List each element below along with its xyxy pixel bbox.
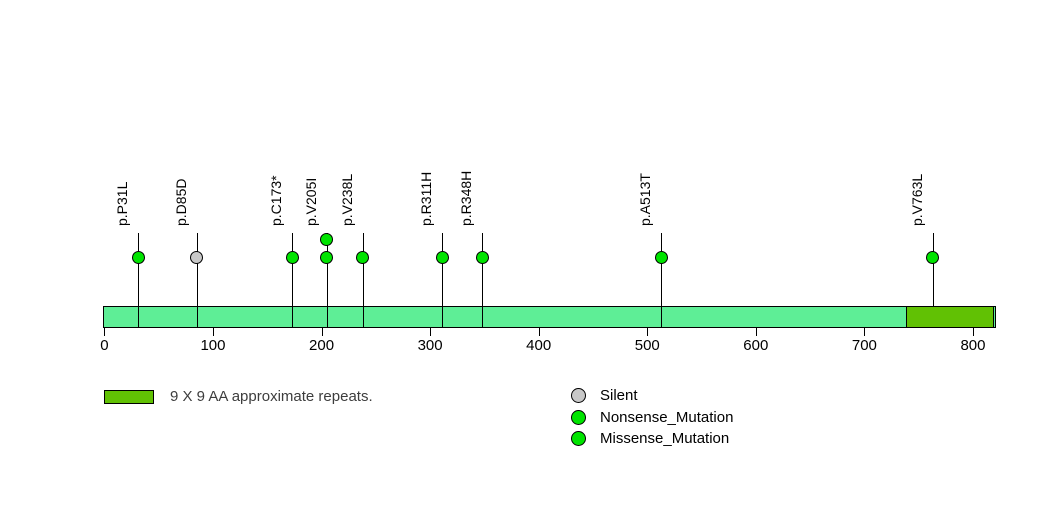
axis-tick-label: 800 — [960, 337, 986, 354]
axis-tick-label: 100 — [200, 337, 226, 354]
mutation-label: p.P31L — [114, 181, 131, 226]
mutation-stem — [196, 233, 198, 328]
mutation-circle — [320, 250, 334, 264]
axis-tick-label: 600 — [743, 337, 769, 354]
mutation-circle — [320, 232, 334, 246]
axis-tick — [755, 328, 757, 336]
axis-tick — [104, 328, 106, 336]
axis-tick-label: 300 — [417, 337, 443, 354]
mutation-label: p.R348H — [458, 170, 475, 226]
mutation-label: p.A513T — [637, 173, 654, 226]
mutation-circle — [654, 250, 668, 264]
legend-item-nonsense_mutation: Nonsense_Mutation — [571, 407, 733, 429]
axis-tick — [212, 328, 214, 336]
mutation-circle — [131, 250, 145, 264]
domain-legend-swatch — [104, 389, 154, 404]
legend-circle-icon — [571, 431, 586, 447]
axis-tick — [321, 328, 323, 336]
domain-9x9-repeats — [905, 306, 994, 328]
mutation-label: p.V238L — [338, 173, 355, 226]
axis-tick — [538, 328, 540, 336]
axis-tick-label: 200 — [309, 337, 335, 354]
axis-tick — [864, 328, 866, 336]
mutation-stem — [138, 233, 140, 328]
axis-tick — [647, 328, 649, 336]
legend-item-label: Silent — [600, 387, 638, 405]
legend-item-silent: Silent — [571, 385, 733, 407]
protein-backbone — [103, 306, 996, 328]
mutation-label: p.V763L — [908, 173, 925, 226]
mutation-label: p.R311H — [418, 171, 435, 226]
mutation-stem — [326, 233, 328, 328]
mutation-circle — [190, 250, 204, 264]
axis-tick-label: 500 — [634, 337, 660, 354]
mutation-circle — [475, 250, 489, 264]
domain-legend-label: 9 X 9 AA approximate repeats. — [170, 388, 373, 405]
legend-item-missense_mutation: Missense_Mutation — [571, 428, 733, 450]
mutation-stem — [482, 233, 484, 328]
mutation-stem — [932, 233, 934, 328]
mutation-circle — [356, 250, 370, 264]
domain-legend: 9 X 9 AA approximate repeats. — [104, 388, 373, 405]
axis-tick — [972, 328, 974, 336]
axis-tick-label: 700 — [851, 337, 877, 354]
mutation-circle — [926, 250, 940, 264]
axis-tick — [430, 328, 432, 336]
legend-circle-icon — [571, 409, 586, 425]
legend-item-label: Nonsense_Mutation — [600, 408, 734, 426]
legend-circle-icon — [571, 388, 586, 404]
mutation-label: p.D85D — [172, 178, 189, 226]
mutation-stem — [442, 233, 444, 328]
mutation-stem — [292, 233, 294, 328]
mutation-label: p.C173* — [268, 175, 285, 226]
mutation-circle — [285, 250, 299, 264]
legend-item-label: Missense_Mutation — [600, 430, 730, 448]
mutation-circle — [435, 250, 449, 264]
axis-tick-label: 400 — [526, 337, 552, 354]
mutation-stem — [661, 233, 663, 328]
axis-tick-label: 0 — [100, 337, 109, 354]
mutation-label: p.V205I — [302, 177, 319, 226]
mutation-stem — [362, 233, 364, 328]
